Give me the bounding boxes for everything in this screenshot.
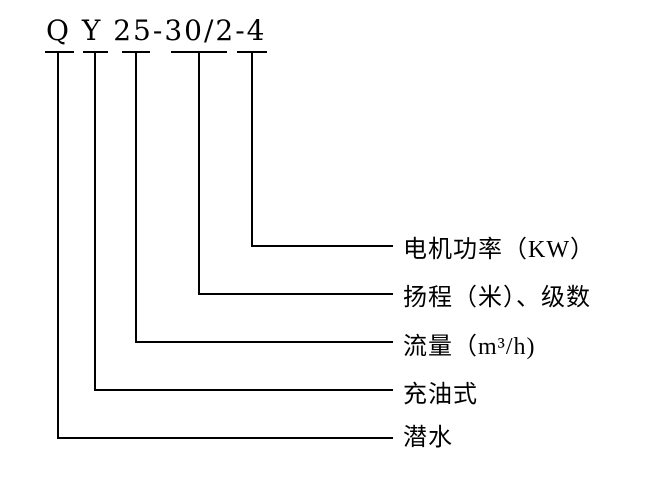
horizontal-line [198, 293, 393, 295]
horizontal-line [94, 389, 393, 391]
label-oil-filled: 充油式 [403, 382, 478, 408]
horizontal-line [251, 245, 393, 247]
horizontal-line [57, 437, 393, 439]
vertical-line [135, 51, 137, 343]
tick-bar [45, 51, 74, 53]
vertical-line [198, 51, 200, 295]
label-submersible: 潜水 [403, 425, 453, 451]
vertical-line [57, 51, 59, 439]
vertical-line [251, 51, 253, 247]
model-code-text: Q Y 25-30/2-4 [46, 14, 267, 47]
label-head-stages: 扬程（米）、级数 [403, 285, 591, 311]
horizontal-line [135, 341, 393, 343]
vertical-line [94, 51, 96, 391]
label-motor-power: 电机功率（KW） [403, 237, 595, 263]
label-flow-rate: 流量（m³/h) [403, 334, 536, 360]
